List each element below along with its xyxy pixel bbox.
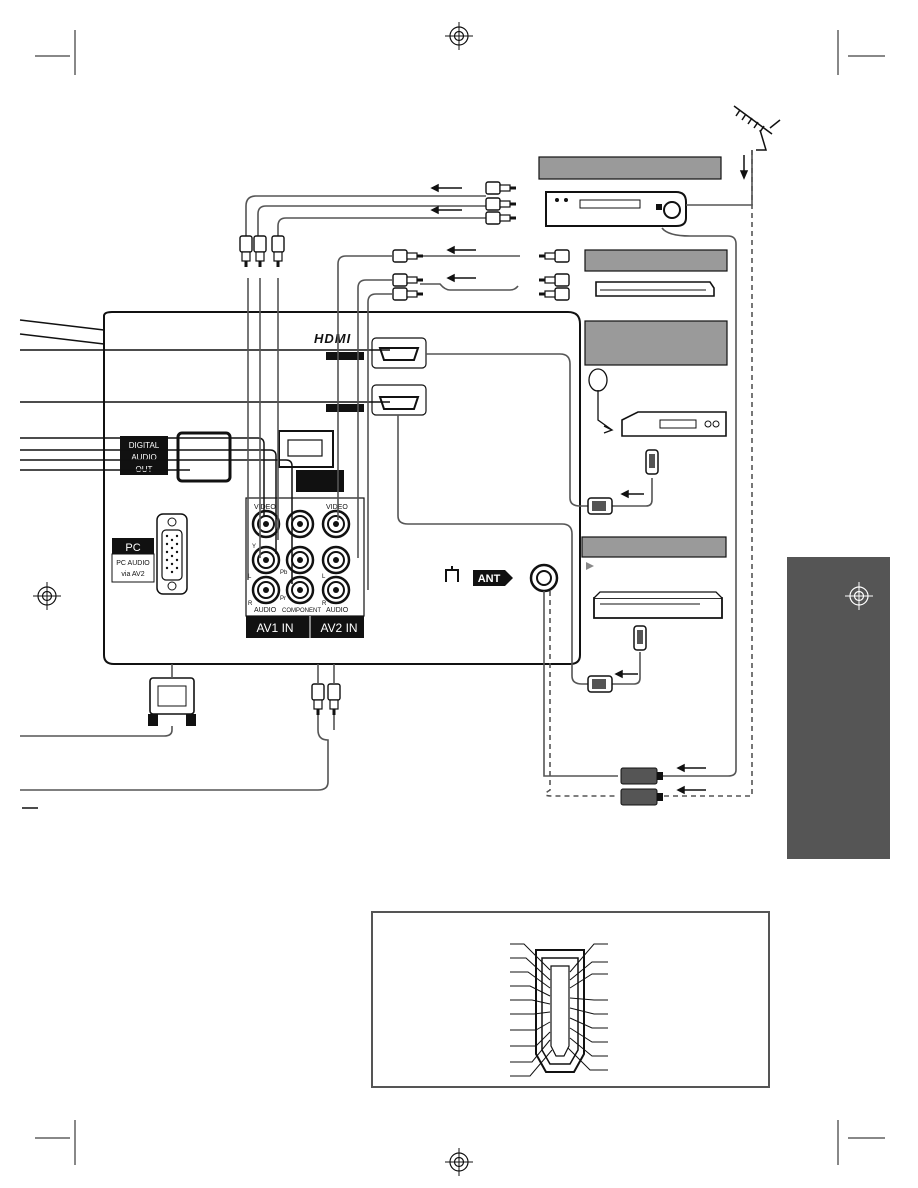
pc-label: PC PC AUDIO via AV2 <box>111 538 155 583</box>
hdmi-cable-recorder <box>397 415 641 685</box>
arrow-icon <box>614 669 638 679</box>
satellite-header-box <box>584 320 728 366</box>
digital-audio-out-label: DIGITAL AUDIO OUT <box>120 436 168 475</box>
component-pb-jack[interactable] <box>285 545 315 575</box>
av2-audio-l-jack[interactable] <box>321 545 351 575</box>
svg-text:PC: PC <box>125 542 140 554</box>
hdmi-plug <box>587 449 659 515</box>
recorder-header-box <box>581 536 727 558</box>
vga-plug <box>148 677 196 726</box>
rca-cables-dvd <box>337 255 520 590</box>
av2-audio-r-jack[interactable] <box>321 575 351 605</box>
rca-plug <box>271 235 285 268</box>
av1-in-label: AV1 IN <box>256 621 293 635</box>
av1-audio-l-jack[interactable] <box>251 545 281 575</box>
rca-plug <box>485 197 517 211</box>
hdmi-pin-diagram-box <box>371 911 770 1088</box>
coax-plug <box>620 767 663 806</box>
svg-text:Pr: Pr <box>280 596 286 602</box>
antenna-input-port[interactable] <box>529 563 559 593</box>
hdmi-port-1[interactable] <box>371 337 427 369</box>
svg-text:COMPONENT: COMPONENT <box>282 608 321 614</box>
av2-in-label: AV2 IN <box>320 621 357 635</box>
svg-text:Y: Y <box>252 544 256 550</box>
rca-plug <box>538 287 570 301</box>
svg-text:AUDIO: AUDIO <box>131 453 156 462</box>
registration-mark-icon <box>444 21 474 51</box>
rca-plug <box>485 181 517 195</box>
rca-plug <box>392 273 424 287</box>
svg-text:AUDIO: AUDIO <box>254 607 277 614</box>
arrow-icon <box>676 763 706 795</box>
rca-plug <box>311 683 325 716</box>
svg-text:via AV2: via AV2 <box>121 571 144 578</box>
svg-text:VIDEO: VIDEO <box>326 504 348 511</box>
rca-plug <box>538 249 570 263</box>
antenna-icon <box>445 566 459 582</box>
svg-text:L: L <box>248 574 252 580</box>
cables-left <box>20 349 390 584</box>
pc-vga-port[interactable] <box>156 513 188 595</box>
svg-text:R: R <box>322 601 327 607</box>
svg-text:L: L <box>322 574 326 580</box>
rca-plug <box>485 211 517 225</box>
svg-text:VIDEO: VIDEO <box>254 504 276 511</box>
hdmi-port-2[interactable] <box>371 384 427 416</box>
av2-video-jack[interactable] <box>321 509 351 539</box>
rca-plug <box>392 287 424 301</box>
crop-marks <box>35 30 885 1165</box>
rca-plug <box>392 249 424 263</box>
arrow-icon <box>586 562 594 570</box>
av1-video-jack[interactable] <box>251 509 281 539</box>
antenna-icon <box>733 105 781 151</box>
hdmi-logo: HDMI <box>314 331 351 346</box>
antenna-cables <box>543 150 753 797</box>
ant-label: ANT <box>473 570 513 586</box>
vcr-header-box <box>538 156 722 180</box>
av1-audio-r-jack[interactable] <box>251 575 281 605</box>
rca-plug <box>239 235 253 268</box>
svg-text:ANT: ANT <box>478 573 501 585</box>
dvd-header-box <box>584 249 728 272</box>
rca-cables-vcr <box>245 195 486 580</box>
arrow-icon <box>620 489 644 499</box>
hdmi-cable-sat <box>426 353 653 507</box>
registration-mark-icon <box>444 1147 474 1177</box>
dvd-recorder <box>593 591 723 619</box>
svg-text:Pb: Pb <box>280 570 288 576</box>
dvd-device <box>595 281 715 297</box>
arrow-icon <box>446 245 476 283</box>
hdmi-plug <box>587 625 647 693</box>
pc-cables <box>20 664 335 791</box>
hdmi-pin-leaders-right <box>567 943 608 1071</box>
arrow-icon <box>430 183 462 215</box>
svg-text:R: R <box>248 601 253 607</box>
hdmi-pin-leaders-left <box>510 943 553 1077</box>
rca-plug <box>253 235 267 268</box>
side-tab <box>787 557 890 859</box>
optical-port[interactable] <box>176 431 232 483</box>
svg-text:PC AUDIO: PC AUDIO <box>116 560 150 567</box>
rca-plug <box>538 273 570 287</box>
svg-text:DIGITAL: DIGITAL <box>129 441 160 450</box>
component-y-jack[interactable] <box>285 509 315 539</box>
svg-text:AUDIO: AUDIO <box>326 607 349 614</box>
component-pr-jack[interactable] <box>285 575 315 605</box>
satellite-receiver <box>621 411 727 437</box>
registration-mark-icon <box>845 582 873 610</box>
satellite-dish-icon <box>588 368 614 434</box>
registration-mark-icon <box>32 581 62 611</box>
rca-plug <box>327 683 341 716</box>
vcr-device <box>545 191 687 227</box>
